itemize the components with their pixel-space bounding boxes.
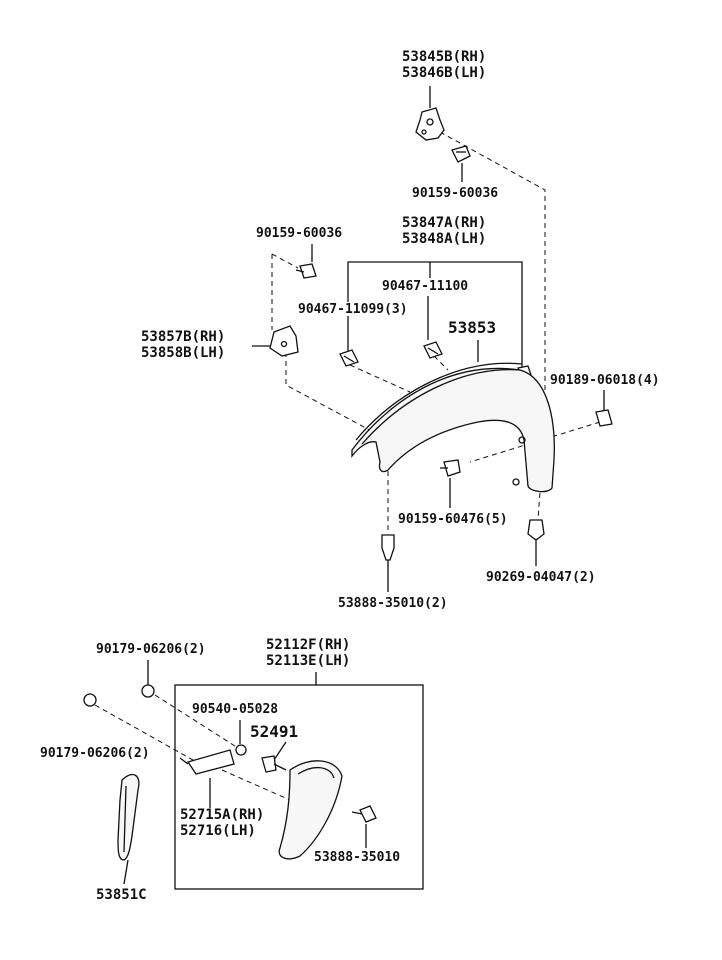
label-90159-60036-top: 90159-60036 — [412, 186, 499, 201]
label-53857b: 53857B(RH) — [141, 329, 226, 345]
label-90269-04047: 90269-04047(2) — [486, 570, 596, 585]
label-53853: 53853 — [448, 318, 497, 337]
label-90189-06018: 90189-06018(4) — [550, 373, 660, 388]
leader-53851c — [123, 859, 129, 885]
label-90159-60036-left: 90159-60036 — [256, 226, 343, 241]
label-53851c: 53851C — [96, 887, 147, 903]
label-90179-06206-left: 90179-06206(2) — [40, 746, 150, 761]
label-53848a: 53848A(LH) — [402, 231, 487, 247]
label-52715a: 52715A(RH) — [180, 807, 265, 823]
label-53888-35010: 53888-35010 — [314, 850, 401, 865]
label-53846b: 53846B(LH) — [402, 65, 487, 81]
label-53847a: 53847A(RH) — [402, 215, 487, 231]
label-53888-35010-2: 53888-35010(2) — [338, 596, 448, 611]
label-52716: 52716(LH) — [180, 823, 256, 839]
label-90179-06206-top: 90179-06206(2) — [96, 642, 206, 657]
label-90159-60476: 90159-60476(5) — [398, 512, 508, 527]
bracket-53847a — [347, 261, 523, 370]
label-90540-05028: 90540-05028 — [192, 702, 279, 717]
label-52113e: 52113E(LH) — [266, 653, 351, 669]
bracket-52715a-shape — [186, 749, 235, 775]
label-52112f: 52112F(RH) — [266, 637, 351, 653]
strip-53851c-shape — [117, 773, 140, 861]
mudguard-52112f-shape — [278, 760, 343, 860]
label-53858b: 53858B(LH) — [141, 345, 226, 361]
label-90467-11100: 90467-11100 — [382, 279, 469, 294]
assembly-box — [174, 684, 424, 890]
label-52491: 52491 — [250, 722, 299, 741]
bracket-53845b-shape — [415, 107, 445, 141]
label-53845b: 53845B(RH) — [402, 49, 487, 65]
leader-52491 — [273, 741, 287, 761]
label-90467-11099: 90467-11099(3) — [298, 302, 408, 317]
